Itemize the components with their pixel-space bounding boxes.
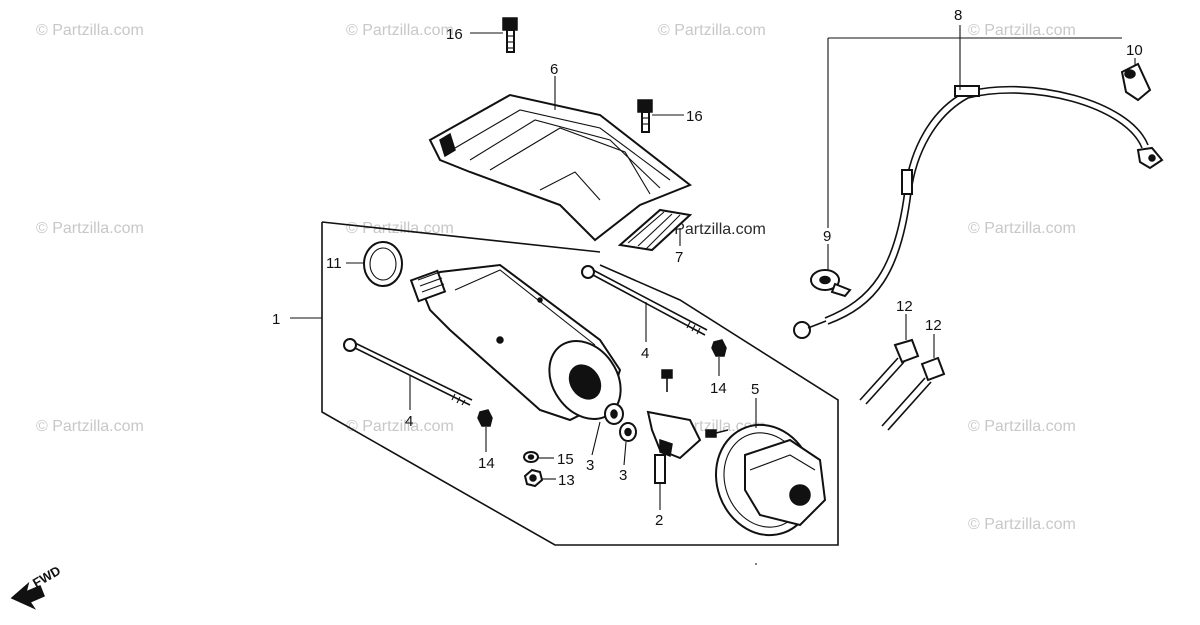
cover-bolt-top: [502, 17, 518, 53]
terminal-boot-lower: [810, 269, 852, 298]
through-bolt-left: [343, 338, 473, 406]
watermark: © Partzilla.com: [346, 418, 454, 435]
callout-3: 3: [619, 467, 627, 484]
nut-left: [477, 409, 493, 427]
fwd-label: FWD: [30, 563, 63, 591]
watermark: © Partzilla.com: [36, 220, 144, 237]
callout-7: 7: [675, 249, 683, 266]
callout-15: 15: [557, 451, 574, 468]
assembly-outline: [321, 222, 839, 546]
watermark: © Partzilla.com: [658, 22, 766, 39]
forward-direction-indicator: FWD: [10, 563, 63, 610]
mount-bolt-a: [859, 338, 920, 405]
cover-bolt-side: [637, 99, 653, 133]
watermark: © Partzilla.com: [346, 22, 454, 39]
terminal-boot-upper: [1120, 62, 1152, 102]
callout-10: 10: [1126, 42, 1143, 59]
watermark: © Partzilla.com: [968, 516, 1076, 533]
callout-14: 14: [710, 380, 727, 397]
watermark: © Partzilla.com: [968, 418, 1076, 435]
watermark: © Partzilla.com: [968, 22, 1076, 39]
callout-3: 3: [586, 457, 594, 474]
callout-4: 4: [641, 345, 649, 362]
bushing-a: [604, 403, 624, 425]
washer: [523, 451, 539, 463]
watermark: © Partzilla.com: [36, 22, 144, 39]
bushing-b: [619, 422, 637, 442]
callout-13: 13: [558, 472, 575, 489]
callout-4: 4: [405, 413, 413, 430]
callout-1: 1: [272, 311, 280, 328]
callout-6: 6: [550, 61, 558, 78]
callout-12: 12: [896, 298, 913, 315]
leader-3a: [591, 421, 601, 456]
callout-9: 9: [823, 228, 831, 245]
scan-speck: [755, 563, 757, 565]
watermark-layer: © Partzilla.com © Partzilla.com © Partzi…: [36, 22, 1076, 533]
small-screw: [661, 369, 673, 392]
starter-cable: [793, 85, 1164, 339]
callout-5: 5: [751, 381, 759, 398]
callout-16: 16: [446, 26, 463, 43]
assembly-outline-top: [321, 221, 601, 253]
callout-16: 16: [686, 108, 703, 125]
through-bolt-right: [581, 265, 708, 336]
mount-bolt-b: [881, 356, 946, 431]
callout-11: 11: [326, 255, 342, 272]
starter-end-cover: [714, 423, 827, 537]
center-watermark: © Partzilla.com: [658, 221, 766, 238]
callout-14: 14: [478, 455, 495, 472]
starter-cover: [428, 93, 692, 242]
nut-right: [711, 339, 727, 357]
brush-holder: [646, 410, 729, 484]
starter-motor: [409, 263, 622, 422]
watermark: © Partzilla.com: [968, 220, 1076, 237]
forward-arrow-icon: [10, 581, 45, 610]
watermark: © Partzilla.com: [36, 418, 144, 435]
flange-nut: [523, 468, 544, 488]
cover-seal-strip: [617, 208, 693, 252]
callout-labels: 1 2 3 3 4 4 5 6 7 8 9 10 11 12 12 13 14 …: [272, 7, 1143, 529]
callout-12: 12: [925, 317, 942, 334]
callout-8: 8: [954, 7, 962, 24]
leader-3b: [623, 441, 627, 466]
callout-2: 2: [655, 512, 663, 529]
